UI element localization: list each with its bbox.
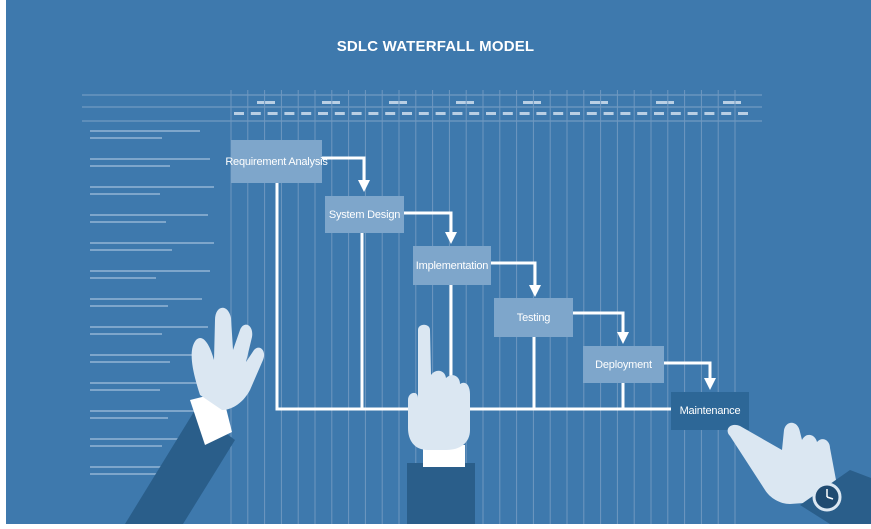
task-row-line [90, 361, 170, 363]
subheader-dash [284, 112, 295, 115]
subheader-dash [738, 112, 748, 115]
subheader-dash [469, 112, 480, 115]
subheader-dash [435, 112, 446, 115]
step-box-requirement-analysis [231, 140, 322, 183]
left-hand-illustration [125, 307, 265, 524]
subheader-dash [301, 112, 312, 115]
subheader-dash [654, 112, 664, 115]
task-row-line [90, 445, 162, 447]
subheader-dash [486, 112, 496, 115]
task-row-line [90, 193, 160, 195]
arrow-4 [573, 311, 629, 344]
arrow-3 [491, 261, 541, 297]
flow-arrows [322, 156, 716, 390]
subheader-dash [334, 112, 345, 115]
task-row-line [90, 333, 162, 335]
task-list-rows [90, 130, 214, 475]
task-row-line [90, 130, 200, 132]
subheader-dash [385, 112, 396, 115]
task-row-line [90, 466, 210, 468]
subheader-dash [351, 112, 362, 115]
gantt-subheader-dashes [234, 112, 748, 115]
subheader-dash [620, 112, 631, 115]
gantt-grid-columns [230, 90, 736, 524]
arrow-1 [322, 156, 370, 192]
step-label-implementation: Implementation [415, 259, 489, 272]
task-row-line [90, 270, 210, 272]
arrow-5 [664, 361, 716, 390]
subheader-dash [502, 112, 513, 115]
step-box-testing [494, 298, 573, 337]
subheader-dash [418, 112, 429, 115]
task-row-line [90, 277, 156, 279]
task-row-line [90, 473, 166, 475]
task-row-line [90, 242, 214, 244]
subheader-dash [603, 112, 614, 115]
task-row-line [90, 249, 172, 251]
subheader-dash [704, 112, 715, 115]
right-hand-illustration [727, 422, 871, 524]
task-row-line [90, 221, 166, 223]
task-row-line [90, 389, 160, 391]
subheader-dash [368, 112, 379, 115]
task-row-line [90, 214, 208, 216]
diagram-title: SDLC WATERFALL MODEL [336, 38, 535, 55]
subheader-dash [402, 112, 412, 115]
subheader-dash [536, 112, 547, 115]
subheader-dash [250, 112, 261, 115]
subheader-dash [519, 112, 530, 115]
task-row-line [90, 305, 168, 307]
subheader-dash [721, 112, 732, 115]
gantt-header-dashes [257, 101, 741, 104]
task-row-line [90, 382, 200, 384]
step-box-deployment [583, 346, 664, 383]
task-row-line [90, 354, 210, 356]
step-box-maintenance [671, 392, 749, 430]
subheader-dash [234, 112, 244, 115]
step-label-maintenance: Maintenance [679, 405, 741, 417]
task-row-line [90, 298, 202, 300]
task-row-line [90, 158, 210, 160]
subheader-dash [637, 112, 648, 115]
subheader-dash [267, 112, 278, 115]
task-row-line [90, 165, 170, 167]
step-label-deployment: Deployment [595, 358, 652, 371]
step-box-implementation [413, 246, 491, 285]
step-label-requirement-analysis: Requirement Analysis [225, 155, 328, 168]
task-row-line [90, 410, 208, 412]
step-box-system-design [325, 196, 404, 233]
task-row-line [90, 417, 168, 419]
arrow-2 [404, 211, 457, 244]
subheader-dash [570, 112, 580, 115]
subheader-dash [553, 112, 564, 115]
subheader-dash [452, 112, 463, 115]
center-hand-illustration [407, 324, 475, 524]
connector-lines [275, 183, 671, 411]
task-row-line [90, 326, 208, 328]
subheader-dash [586, 112, 597, 115]
task-row-line [90, 186, 214, 188]
task-row-line [90, 137, 162, 139]
step-label-system-design: System Design [328, 208, 401, 221]
subheader-dash [687, 112, 698, 115]
gantt-header [82, 94, 762, 122]
subheader-dash [670, 112, 681, 115]
subheader-dash [318, 112, 328, 115]
task-row-line [90, 438, 198, 440]
step-label-testing: Testing [516, 311, 551, 324]
